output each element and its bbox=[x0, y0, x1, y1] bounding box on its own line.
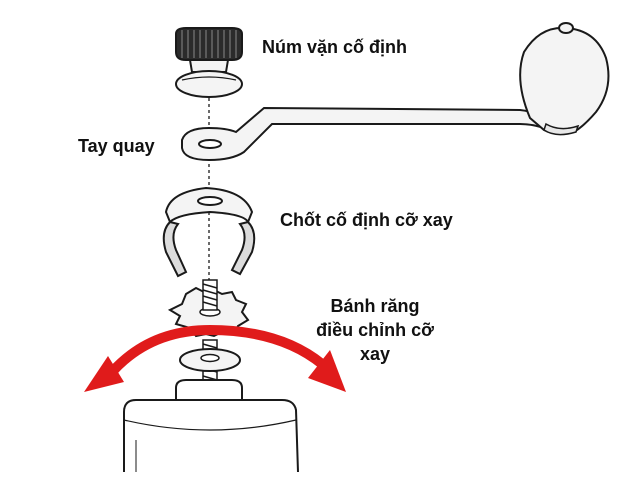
fixing-knob-part bbox=[175, 27, 243, 98]
rotation-arrow-icon bbox=[84, 324, 346, 392]
label-fixing-knob: Núm vặn cố định bbox=[262, 37, 408, 57]
label-adjustment-gear-line2: điều chỉnh cỡ bbox=[316, 320, 434, 340]
label-adjustment-gear-line1: Bánh răng bbox=[330, 296, 420, 316]
label-grind-lock-clip: Chốt cố định cỡ xay bbox=[280, 210, 453, 230]
grind-lock-clip-part bbox=[162, 186, 256, 278]
grinder-body bbox=[123, 379, 299, 473]
crank-handle-part bbox=[181, 22, 610, 162]
label-crank: Tay quay bbox=[78, 136, 155, 156]
label-adjustment-gear-line3: xay bbox=[359, 344, 391, 364]
label-adjustment-gear: Bánh răng điều chỉnh cỡ xay bbox=[304, 294, 446, 366]
